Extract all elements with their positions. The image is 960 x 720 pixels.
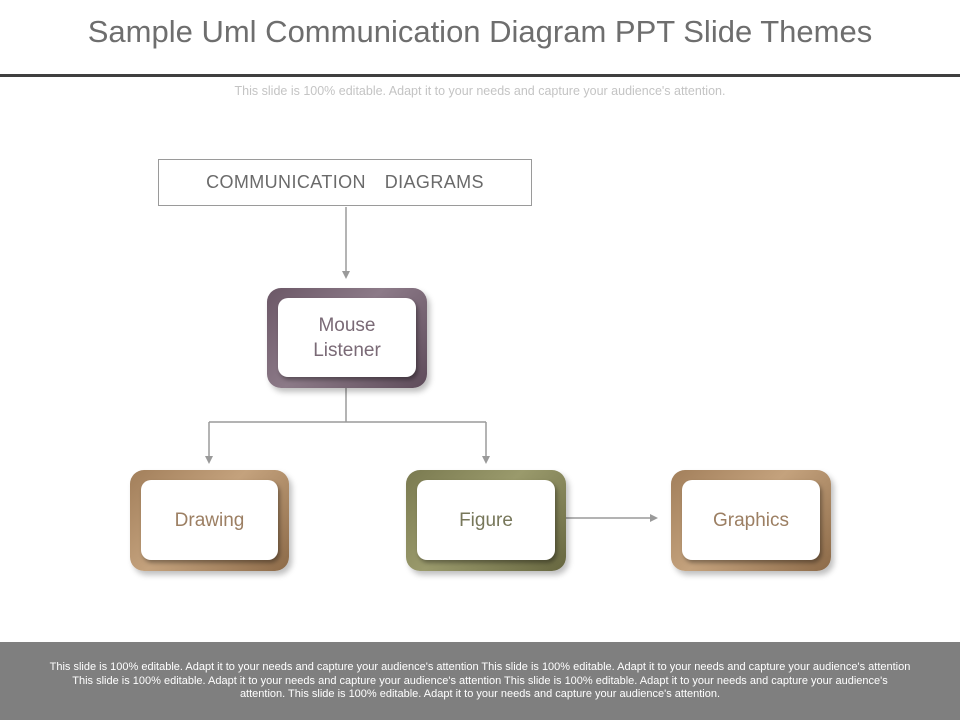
- footer-line-2: This slide is 100% editable. Adapt it to…: [72, 674, 888, 687]
- footer-text: This slide is 100% editable. Adapt it to…: [6, 661, 954, 702]
- header-box-label: COMMUNICATION DIAGRAMS: [206, 172, 484, 192]
- footer-line-3: attention. This slide is 100% editable. …: [239, 688, 721, 700]
- node-figure-label: Figure: [417, 480, 555, 560]
- node-graphics-label: Graphics: [682, 480, 820, 560]
- node-figure[interactable]: Figure: [406, 470, 566, 571]
- node-drawing-label: Drawing: [141, 480, 278, 560]
- title-divider: [0, 74, 960, 77]
- footer-line-1: This slide is 100% editable. Adapt it to…: [49, 661, 911, 673]
- footer-bar: This slide is 100% editable. Adapt it to…: [0, 642, 960, 720]
- node-graphics[interactable]: Graphics: [671, 470, 831, 571]
- node-mouse-listener[interactable]: Mouse Listener: [267, 288, 427, 388]
- slide-subtitle: This slide is 100% editable. Adapt it to…: [234, 84, 726, 98]
- node-drawing[interactable]: Drawing: [130, 470, 289, 571]
- slide-title: Sample Uml Communication Diagram PPT Sli…: [87, 14, 873, 49]
- node-mouse-listener-line1: Mouse: [318, 314, 376, 336]
- node-mouse-listener-line2: Listener: [313, 339, 381, 361]
- communication-diagrams-header-box[interactable]: COMMUNICATION DIAGRAMS: [158, 159, 532, 206]
